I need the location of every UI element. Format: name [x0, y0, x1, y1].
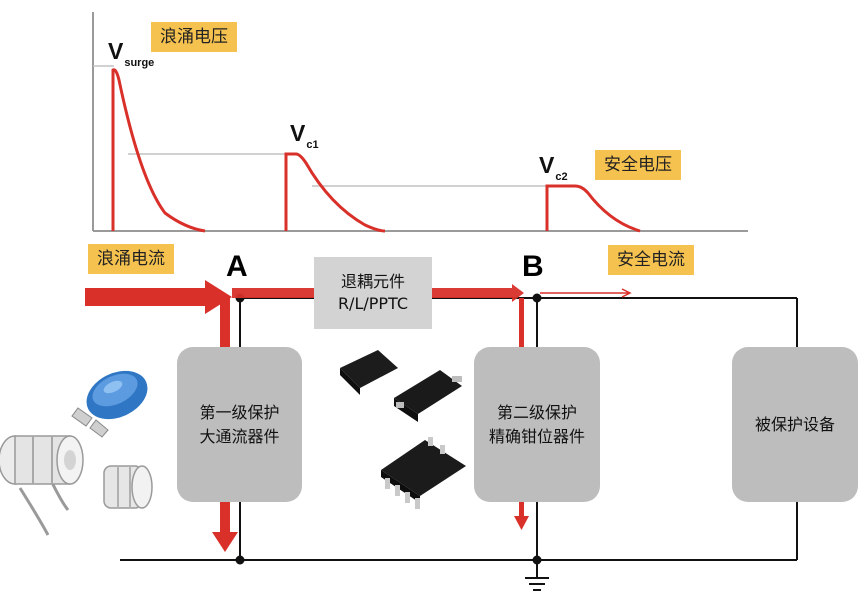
second-clamp-waveform	[545, 184, 641, 233]
ground-node-a-dot	[235, 555, 245, 565]
v-c2-label: Vc2	[539, 152, 568, 183]
surge-current-tag: 浪涌电流	[88, 244, 174, 274]
surge-current-arrow	[85, 280, 232, 314]
safe-current-arrow	[540, 288, 632, 298]
second-stage-title: 第二级保护	[496, 402, 577, 422]
surge-voltage-tag: 浪涌电压	[151, 22, 237, 52]
decoupling-element-box: 退耦元件 R/L/PPTC	[314, 257, 432, 329]
v-c2-main: V	[539, 152, 555, 178]
gas-discharge-tube-small-icon	[103, 465, 153, 509]
soic8-package-icon	[381, 437, 466, 509]
v-c1-sub: c1	[306, 139, 319, 151]
v-surge-sub: surge	[124, 57, 155, 69]
protected-device-title: 被保护设备	[754, 414, 835, 434]
v-c1-label: Vc1	[290, 120, 319, 151]
protected-device-block: 被保护设备	[732, 347, 858, 502]
first-clamp-waveform	[284, 152, 386, 233]
safe-voltage-tag: 安全电压	[595, 150, 681, 180]
first-stage-protection-block: 第一级保护 大通流器件	[177, 347, 302, 502]
voltage-reference-lines	[93, 65, 548, 187]
decoupling-types: R/L/PPTC	[337, 294, 409, 313]
node-b-label: B	[522, 250, 544, 283]
gas-discharge-tube-icon	[0, 435, 84, 536]
sot23-package-icon	[340, 350, 462, 422]
safe-current-tag: 安全电流	[608, 245, 694, 275]
second-stage-desc: 精确钳位器件	[488, 426, 585, 446]
node-a-label: A	[226, 250, 248, 283]
first-stage-title: 第一级保护	[199, 402, 280, 422]
varistor-icon	[71, 370, 148, 438]
v-c2-sub: c2	[555, 171, 568, 183]
v-surge-main: V	[108, 38, 124, 64]
decoupling-title: 退耦元件	[340, 272, 405, 291]
surge-voltage-waveform	[111, 68, 206, 233]
v-c1-main: V	[290, 120, 306, 146]
second-stage-protection-block: 第二级保护 精确钳位器件	[474, 347, 600, 502]
ground-icon	[525, 577, 549, 591]
first-stage-desc: 大通流器件	[199, 426, 280, 446]
node-b-dot	[532, 293, 542, 303]
ground-node-b-dot	[532, 555, 542, 565]
v-surge-label: Vsurge	[108, 38, 154, 69]
